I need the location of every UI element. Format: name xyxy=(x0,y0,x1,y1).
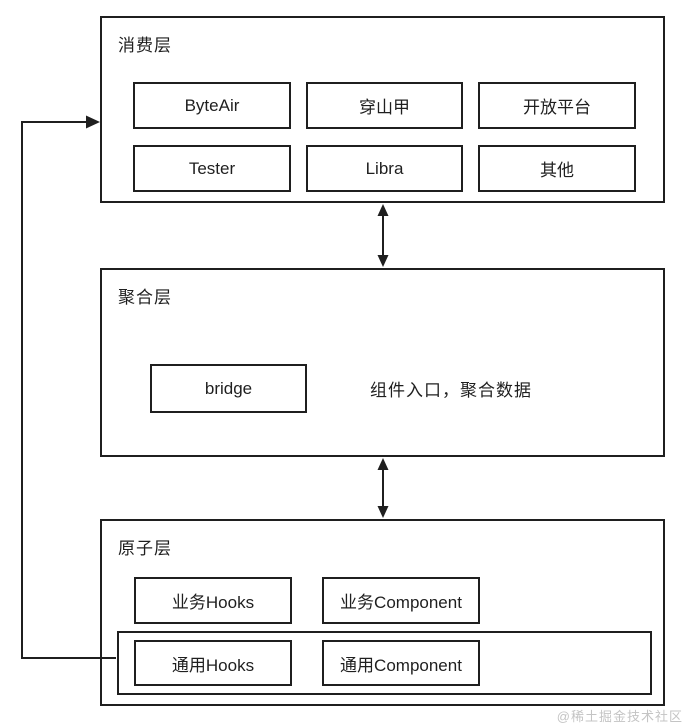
node-common-hooks: 通用Hooks xyxy=(134,640,292,686)
node-pangle: 穿山甲 xyxy=(306,82,463,129)
aggregation-layer-box: 聚合层 bridge 组件入口，聚合数据 xyxy=(100,268,665,457)
node-business-component: 业务Component xyxy=(322,577,480,624)
node-tester: Tester xyxy=(133,145,291,192)
watermark: @稀土掘金技术社区 xyxy=(556,709,683,724)
aggregation-note: 组件入口，聚合数据 xyxy=(370,381,532,400)
arrow-aggregation-atomic xyxy=(377,458,389,518)
node-business-hooks: 业务Hooks xyxy=(134,577,292,624)
atomic-layer-box: 原子层 业务Hooks 业务Component 通用Hooks 通用Compon… xyxy=(100,519,665,706)
aggregation-layer-label: 聚合层 xyxy=(118,288,172,307)
node-other: 其他 xyxy=(478,145,636,192)
node-common-component: 通用Component xyxy=(322,640,480,686)
node-byteair: ByteAir xyxy=(133,82,291,129)
atomic-layer-label: 原子层 xyxy=(118,539,172,558)
node-bridge: bridge xyxy=(150,364,307,413)
arrow-consumer-aggregation xyxy=(377,204,389,267)
consumer-layer-box: 消费层 ByteAir 穿山甲 开放平台 Tester Libra 其他 xyxy=(100,16,665,203)
common-group-box xyxy=(117,631,652,695)
consumer-layer-label: 消费层 xyxy=(118,36,172,55)
node-libra: Libra xyxy=(306,145,463,192)
node-open-platform: 开放平台 xyxy=(478,82,636,129)
